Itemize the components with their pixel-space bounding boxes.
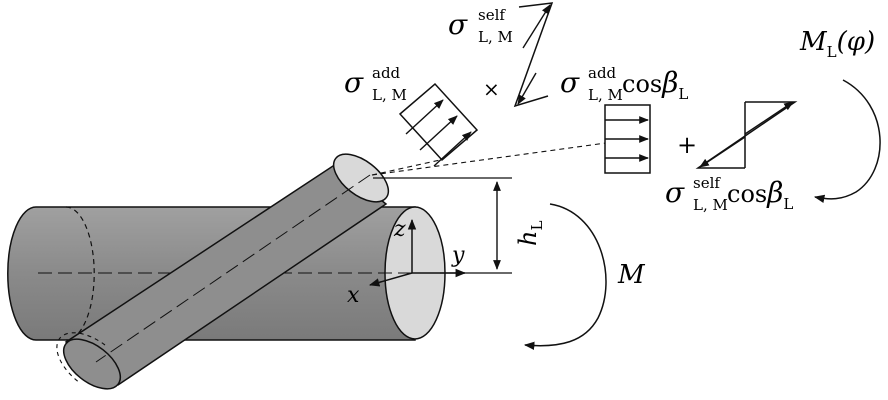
height-h-label: hL [514,221,546,246]
stress-block-self-cos [695,101,798,169]
height-dimension: hL [373,177,546,274]
moment-m-label: M [617,260,646,290]
axis-x-label: x [347,283,360,308]
moment-m: M [523,203,646,350]
axis-z-label: z [393,217,406,242]
times-operator: × [483,77,500,101]
axis-y-label: y [451,243,465,268]
moment-ml-label: ML(φ) [799,27,875,61]
stress-block-add-cos [604,104,651,174]
plus-operator: + [677,131,697,159]
projection-line-add [371,159,441,176]
stress-block-add [398,82,479,167]
stress-block-self [513,2,554,108]
moment-ml: ML(φ) [799,27,881,203]
inclined-cylinder-axis [95,174,371,363]
inclined-cylinder-end-face [332,153,390,203]
coordinate-axes: z y x [347,217,467,308]
inclined-cylinder [56,153,390,390]
projection-line-add-cos [371,142,607,176]
